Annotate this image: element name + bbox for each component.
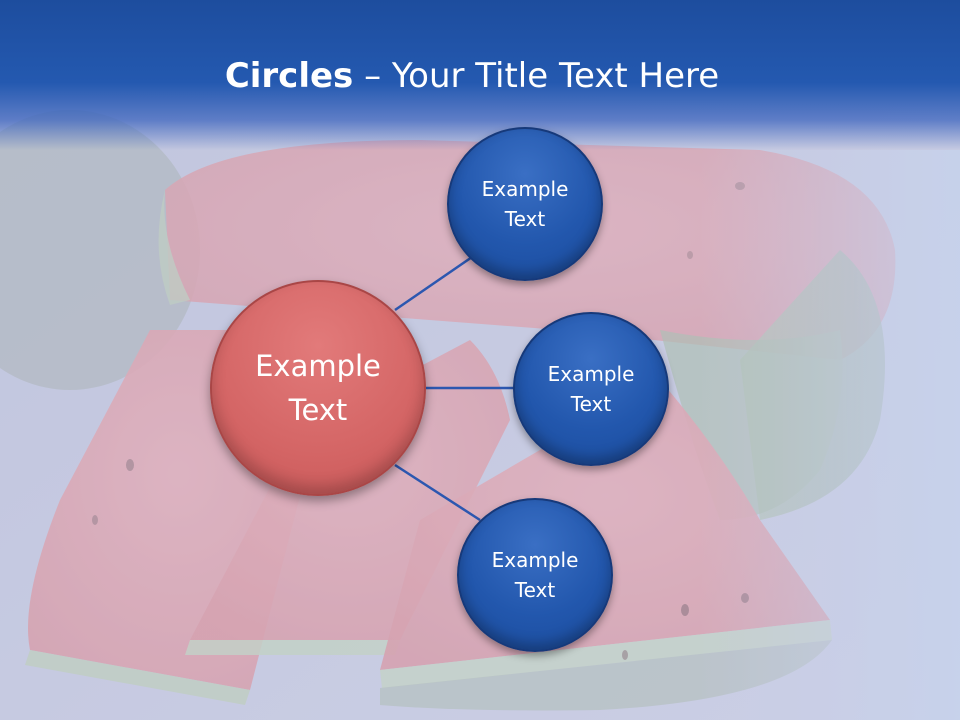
slide-title-rest: – Your Title Text Here [353, 56, 720, 96]
connector-line-bottom [394, 463, 481, 522]
satellite-circle-top[interactable]: Example Text [447, 127, 603, 281]
center-circle[interactable]: Example Text [210, 280, 426, 496]
connector-line-top [394, 253, 476, 312]
satellite-circle-label: Example Text [547, 362, 635, 416]
satellite-circle-bottom[interactable]: Example Text [457, 498, 613, 652]
slide-title[interactable]: Circles – Your Title Text Here [0, 52, 944, 100]
satellite-circle-label: Example Text [481, 177, 569, 231]
satellite-circle-middle[interactable]: Example Text [513, 312, 669, 466]
slide-title-bold: Circles [224, 56, 354, 96]
satellite-circle-label: Example Text [491, 548, 579, 602]
title-banner [0, 0, 960, 150]
center-circle-label: Example Text [255, 349, 381, 427]
